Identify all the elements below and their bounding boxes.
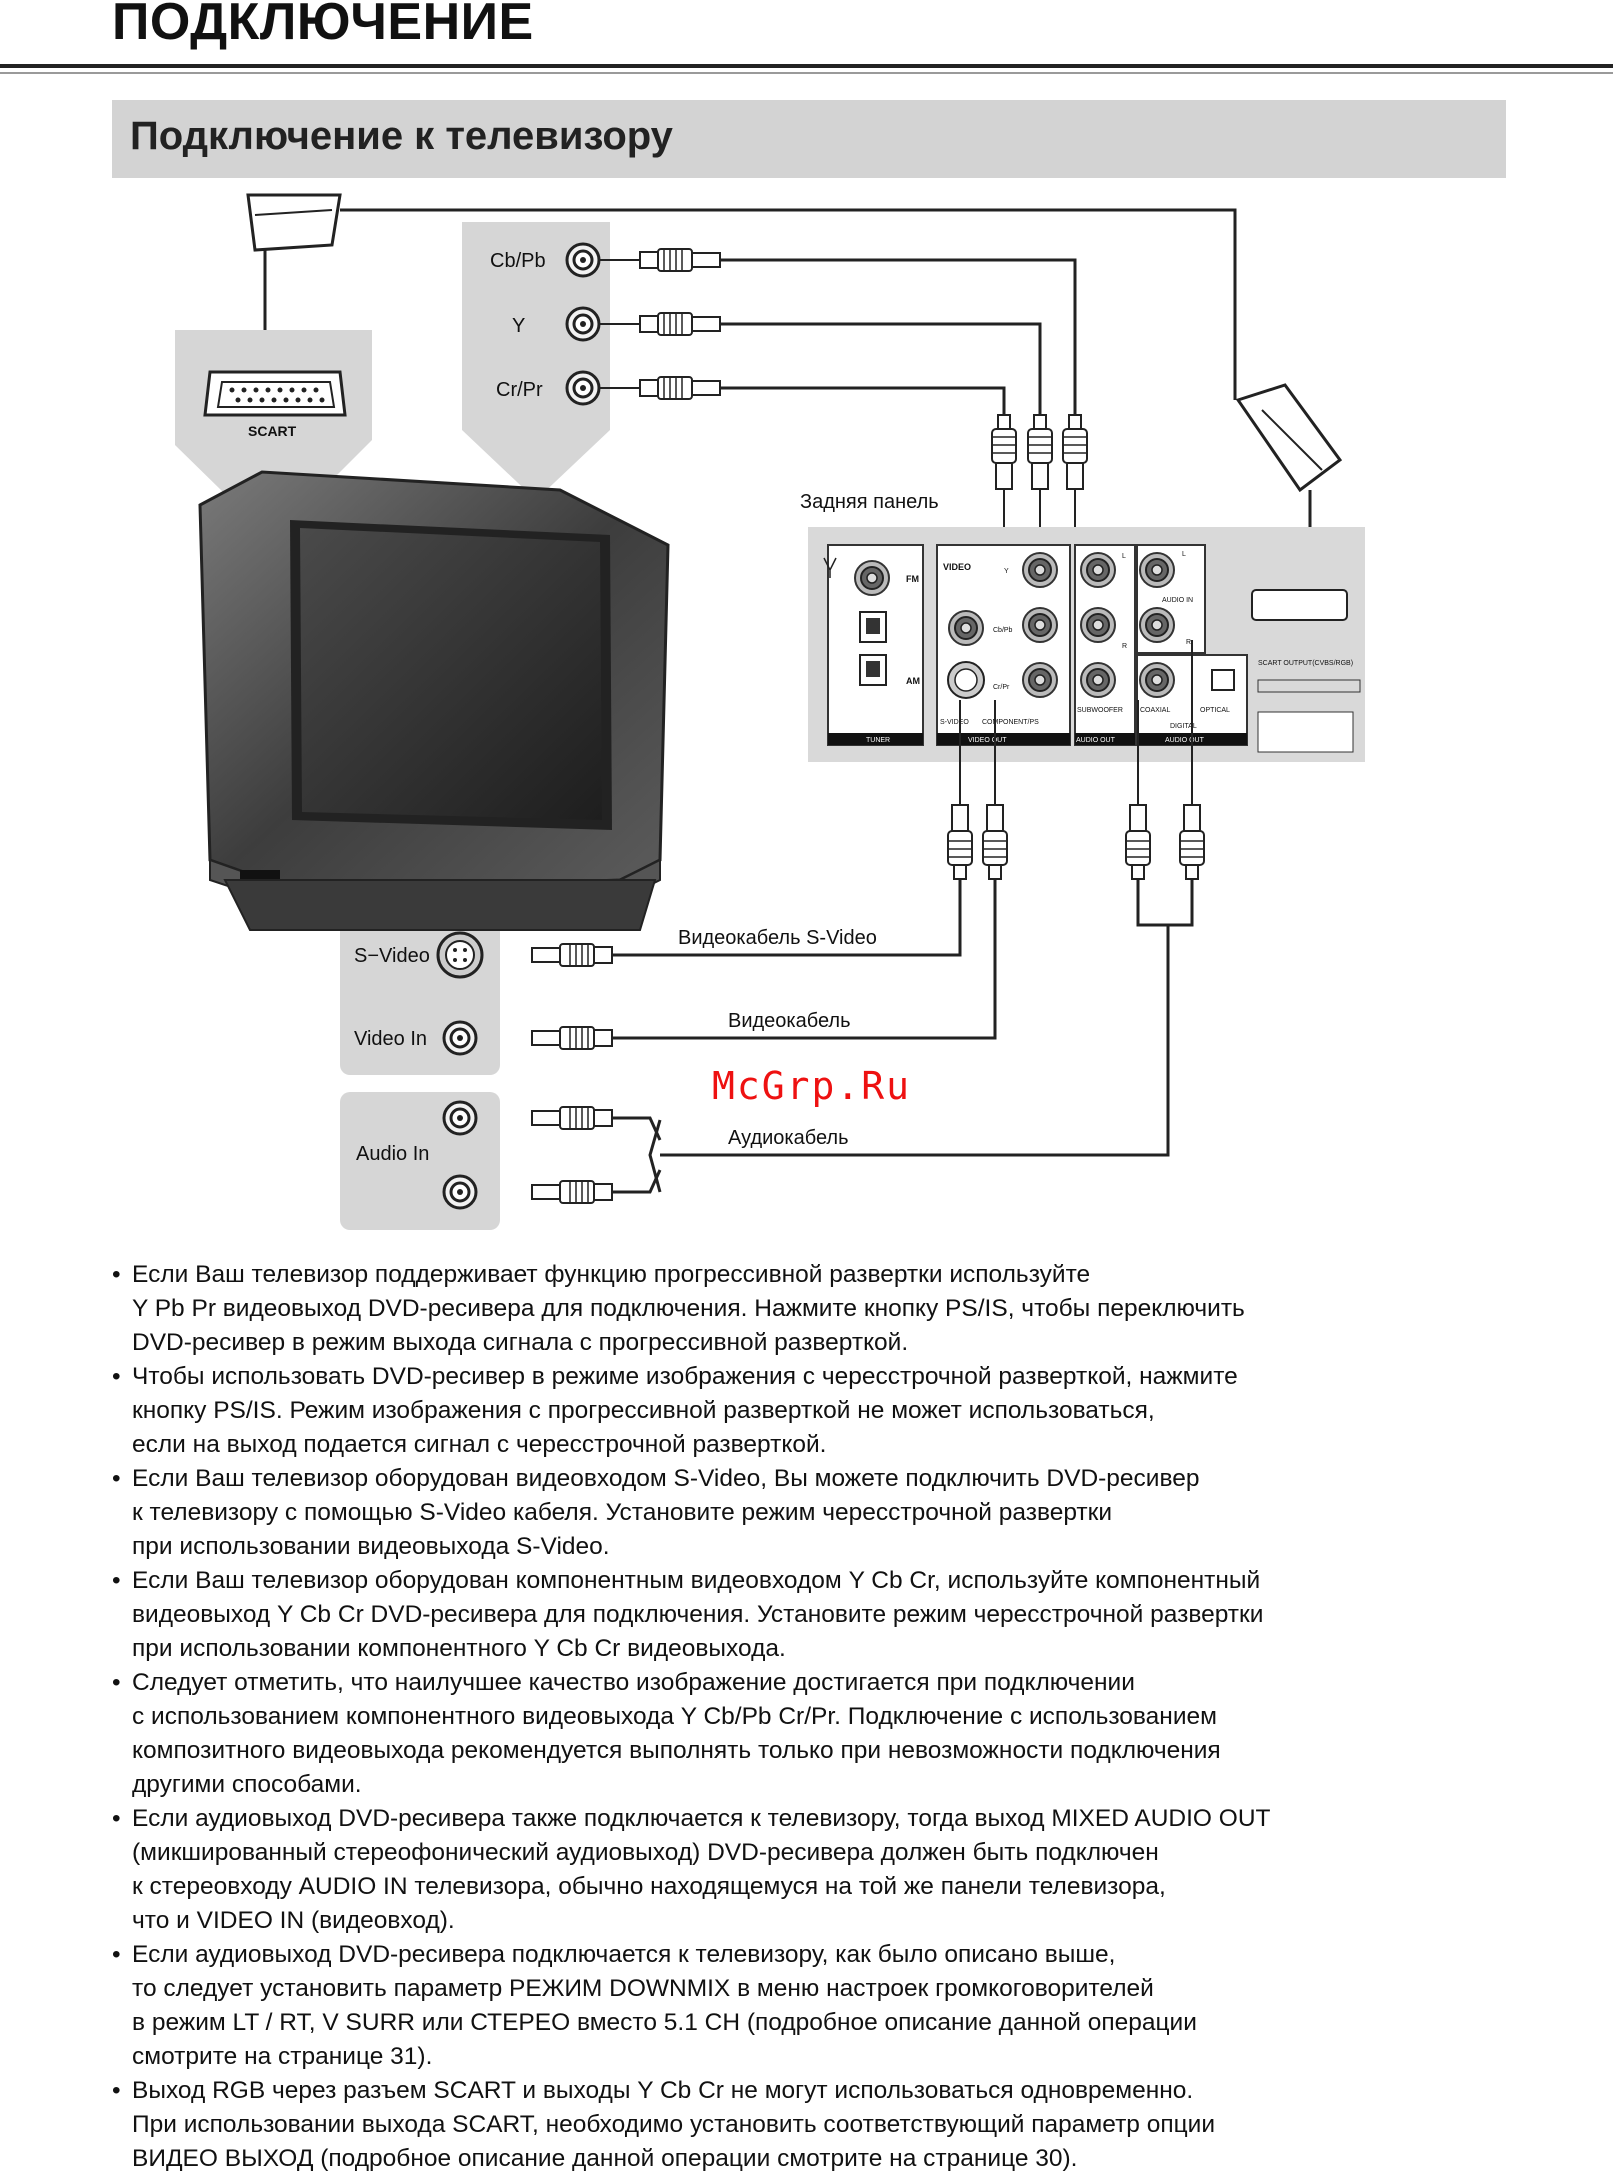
notes-list: Если Ваш телевизор поддерживает функцию … (112, 1258, 1492, 2176)
svg-text:R: R (1186, 639, 1191, 646)
tv-cb-pb-jack (565, 242, 601, 278)
svg-text:Cr/Pr: Cr/Pr (993, 684, 1010, 691)
title-rule-gray (0, 72, 1613, 74)
scart-plug-tv (246, 193, 1237, 400)
svg-text:AUDIO IN: AUDIO IN (1162, 597, 1193, 604)
connection-diagram: SCART Cb/Pb Y Cr/Pr Задняя панель FM (175, 193, 1365, 1230)
note-item: Чтобы использовать DVD-ресивер в режиме … (112, 1360, 1492, 1462)
tv-set (198, 470, 670, 931)
svg-text:AUDIO OUT: AUDIO OUT (1165, 737, 1205, 744)
rear-panel-label: Задняя панель (800, 491, 939, 513)
tv-y-label: Y (512, 315, 525, 337)
svg-text:AUDIO OUT: AUDIO OUT (1076, 737, 1116, 744)
note-item: Если Ваш телевизор оборудован видеовходо… (112, 1462, 1492, 1564)
svg-text:Y: Y (1004, 568, 1009, 575)
svg-text:COMPONENT/PS: COMPONENT/PS (982, 719, 1039, 726)
svg-text:OPTICAL: OPTICAL (1200, 707, 1230, 714)
note-item: Следует отметить, что наилучшее качество… (112, 1666, 1492, 1802)
tv-s-video-jack (436, 931, 484, 979)
svg-text:S-VIDEO: S-VIDEO (940, 719, 969, 726)
note-item: Если Ваш телевизор оборудован компонентн… (112, 1564, 1492, 1666)
tv-audio-r-jack (442, 1174, 478, 1210)
tv-video-in-label: Video In (354, 1028, 427, 1050)
page-title: ПОДКЛЮЧЕНИЕ (112, 0, 534, 51)
note-item: Если Ваш телевизор поддерживает функцию … (112, 1258, 1492, 1360)
tv-video-in-jack (442, 1020, 478, 1056)
svg-text:Cb/Pb: Cb/Pb (993, 627, 1013, 634)
svg-text:VIDEO: VIDEO (943, 562, 971, 572)
tv-cr-pr-label: Cr/Pr (496, 379, 543, 401)
svg-text:FM: FM (906, 574, 919, 584)
svg-text:DIGITAL: DIGITAL (1170, 723, 1197, 730)
component-callout (462, 222, 610, 500)
svg-text:R: R (1122, 643, 1127, 650)
title-rule (0, 64, 1613, 68)
video-cable-label: Видеокабель (728, 1010, 851, 1032)
audio-cable-label: Аудиокабель (728, 1127, 849, 1149)
svg-text:SUBWOOFER: SUBWOOFER (1077, 707, 1123, 714)
svg-text:L: L (1182, 551, 1186, 558)
svg-text:SCART OUTPUT(CVBS/RGB): SCART OUTPUT(CVBS/RGB) (1258, 660, 1353, 667)
tv-s-video-label: S−Video (354, 945, 430, 967)
note-item: Если аудиовыход DVD-ресивера также подкл… (112, 1802, 1492, 1938)
scart-label: SCART (248, 423, 297, 439)
tv-audio-in-label: Audio In (356, 1143, 429, 1165)
watermark: McGrp.Ru (712, 1064, 912, 1108)
note-item: Выход RGB через разъем SCART и выходы Y … (112, 2074, 1492, 2176)
svg-text:AM: AM (906, 676, 920, 686)
section-header: Подключение к телевизору (112, 100, 1506, 178)
tv-audio-l-jack (442, 1100, 478, 1136)
rear-panel: FM AM TUNER VIDEO Y Cb/Pb Cr/Pr S-VIDEO … (808, 527, 1365, 762)
svg-text:L: L (1122, 553, 1126, 560)
note-item: Если аудиовыход DVD-ресивера подключаетс… (112, 1938, 1492, 2074)
svg-text:TUNER: TUNER (866, 737, 890, 744)
section-title: Подключение к телевизору (130, 114, 673, 158)
tv-y-jack (565, 306, 601, 342)
s-video-cable-label: Видеокабель S-Video (678, 927, 877, 949)
svg-text:COAXIAL: COAXIAL (1140, 707, 1170, 714)
svg-text:VIDEO OUT: VIDEO OUT (968, 737, 1007, 744)
scart-connector (203, 370, 347, 417)
tv-cr-pr-jack (565, 370, 601, 406)
tv-cb-pb-label: Cb/Pb (490, 250, 546, 272)
